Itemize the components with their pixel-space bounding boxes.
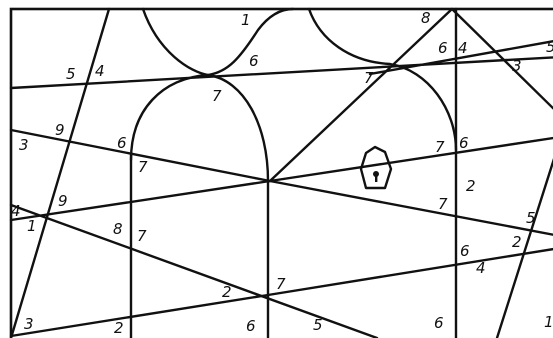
region-number: 9 (55, 121, 65, 139)
region-number: 6 (246, 317, 256, 335)
region-number: 7 (276, 275, 286, 293)
lock-icon (359, 145, 393, 190)
region-number: 6 (460, 242, 470, 260)
region-number: 8 (421, 9, 431, 27)
line (268, 179, 553, 236)
region-number: 3 (19, 136, 29, 154)
line (9, 7, 111, 338)
curve (307, 7, 458, 152)
region-number: 1 (27, 217, 37, 235)
curve-lines (129, 7, 458, 183)
region-number: 6 (438, 39, 448, 57)
region-number: 5 (546, 38, 553, 56)
region-number: 7 (212, 87, 222, 105)
region-number: 4 (476, 259, 486, 277)
region-number: 2 (512, 233, 522, 251)
region-number: 4 (11, 202, 21, 220)
region-number: 6 (459, 134, 469, 152)
curve (141, 7, 295, 77)
region-number: 6 (249, 52, 259, 70)
region-number: 1 (241, 11, 251, 29)
line (368, 40, 553, 76)
region-number: 7 (364, 69, 374, 87)
region-number: 5 (66, 65, 76, 83)
curve (129, 73, 270, 183)
line (9, 203, 379, 338)
line (268, 7, 454, 183)
line (9, 179, 272, 222)
line (9, 56, 553, 90)
region-number: 7 (435, 138, 445, 156)
region-number: 8 (113, 220, 123, 238)
region-number: 4 (95, 62, 105, 80)
line (495, 158, 553, 338)
region-number: 3 (512, 57, 522, 75)
region-number: 6 (434, 314, 444, 332)
region-number: 2 (222, 283, 232, 301)
region-number: 2 (466, 177, 476, 195)
region-number: 4 (458, 39, 468, 57)
line (268, 136, 553, 183)
region-number: 5 (313, 316, 323, 334)
division-lines (9, 7, 553, 338)
line (9, 293, 270, 338)
region-number: 6 (117, 134, 127, 152)
line (9, 128, 272, 183)
region-number: 7 (137, 227, 147, 245)
line (266, 247, 553, 297)
number-labels: 1 8 5 4 6 6 4 7 3 5 7 9 3 6 7 7 6 2 4 9 … (11, 9, 553, 337)
region-number: 7 (438, 195, 448, 213)
region-number: 3 (24, 315, 34, 333)
region-number: 2 (114, 319, 124, 337)
region-number: 7 (138, 158, 148, 176)
region-number: 5 (526, 209, 536, 227)
region-number: 1 (544, 313, 553, 331)
line (450, 7, 553, 110)
region-number: 9 (58, 192, 68, 210)
